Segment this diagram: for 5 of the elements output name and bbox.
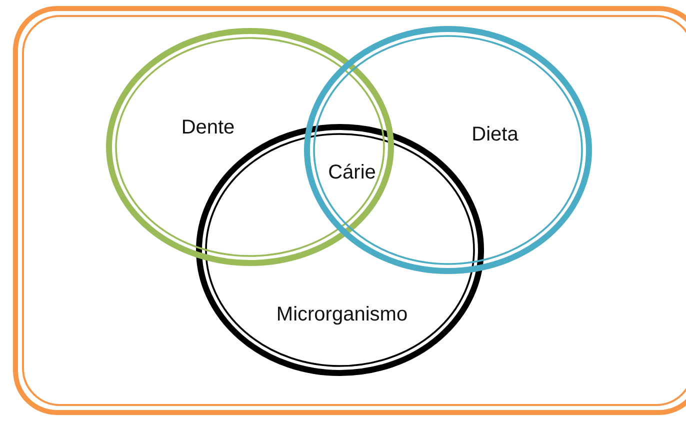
intersection-label: Cárie [328, 162, 376, 184]
set-label: Dieta [472, 124, 518, 146]
rounded-frame [13, 6, 686, 415]
set-label: Dente [181, 116, 235, 140]
set-label: Microrganismo [276, 304, 408, 326]
